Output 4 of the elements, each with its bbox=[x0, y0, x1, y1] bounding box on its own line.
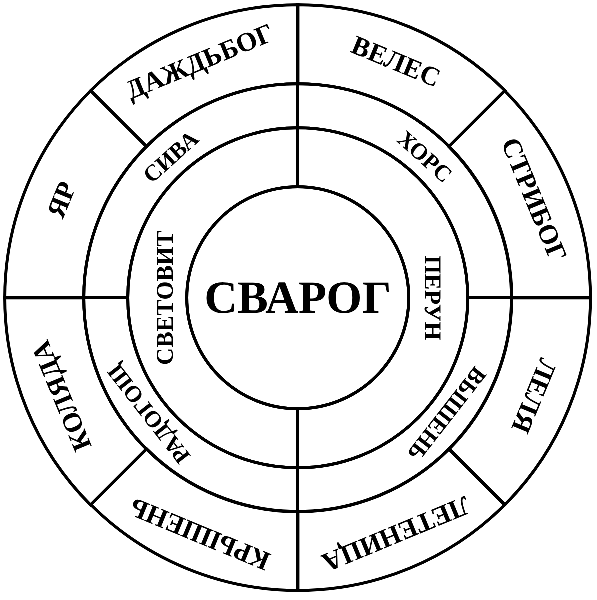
deity-name: ПЕРУН bbox=[420, 255, 444, 341]
deity-name: ЯР bbox=[43, 178, 82, 222]
deity-name: ЛЕЛЯ bbox=[506, 354, 561, 436]
deity-name: СВАРОГ bbox=[204, 275, 392, 321]
